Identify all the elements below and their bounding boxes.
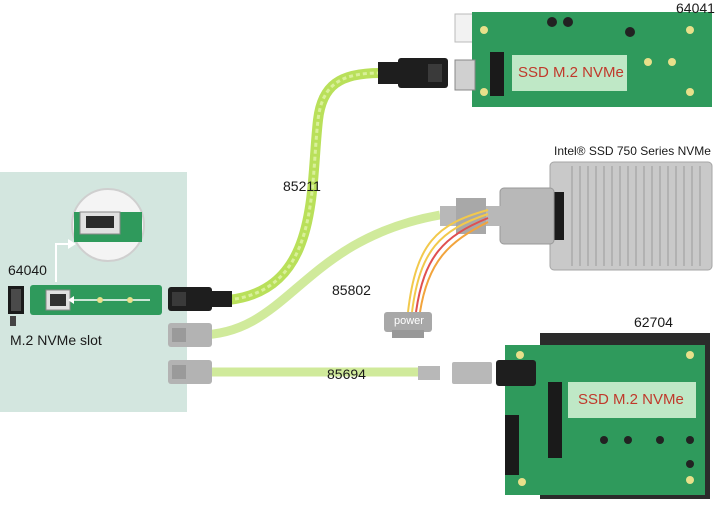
cable-85802 [197, 210, 441, 340]
zoom-callout [55, 188, 145, 282]
connector-85694-left [168, 360, 212, 384]
cable-85802-label: 85802 [332, 282, 371, 298]
power-label: power [394, 315, 424, 327]
power-wires [407, 209, 489, 313]
adapter-64041 [454, 12, 712, 107]
adapter-62704-label: 62704 [634, 314, 673, 330]
connector-85211-right [378, 58, 448, 88]
m2-slot-label: M.2 NVMe slot [10, 332, 102, 348]
adapter-64040 [8, 285, 162, 326]
connector-85802-right [440, 187, 555, 245]
intel-ssd [549, 161, 713, 271]
adapter-62704 [505, 333, 710, 499]
ssd-bottom-label: SSD M.2 NVMe [578, 391, 684, 408]
adapter-64040-label: 64040 [8, 262, 47, 278]
cable-85211-label: 85211 [283, 178, 321, 194]
power-connector [384, 312, 432, 338]
connector-85211-left [168, 287, 232, 311]
connector-85802-left [168, 323, 212, 347]
ssd-top-label: SSD M.2 NVMe [518, 64, 624, 81]
adapter-64041-label: 64041 [676, 0, 715, 16]
cable-85694-label: 85694 [327, 366, 366, 382]
intel-ssd-label: Intel® SSD 750 Series NVMe [554, 144, 711, 158]
connector-85694-right [418, 360, 536, 386]
